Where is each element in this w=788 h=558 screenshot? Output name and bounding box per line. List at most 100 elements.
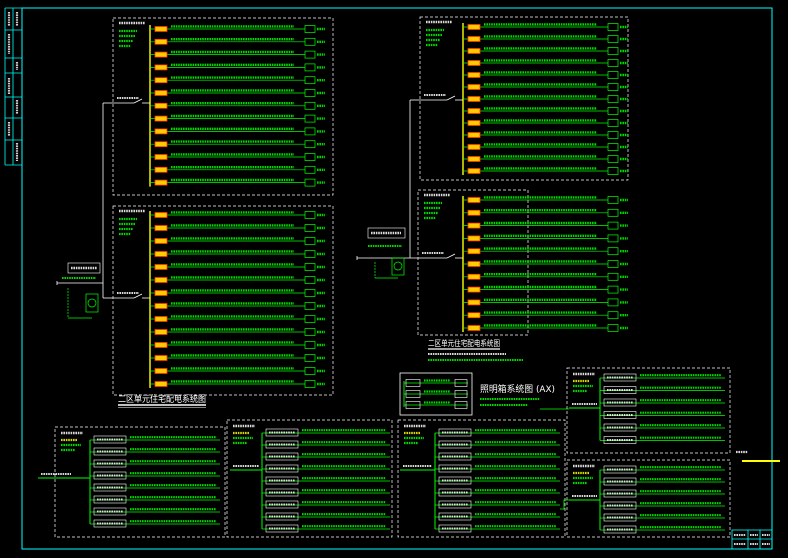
circuit-breaker (467, 273, 481, 280)
drawing-frame (21, 7, 773, 550)
circuit-breaker (154, 102, 168, 109)
circuit-breaker (467, 197, 481, 203)
circuit-breaker (603, 465, 637, 474)
circuit-breaker (265, 512, 299, 521)
load-box (607, 285, 619, 294)
circuit-breaker (154, 277, 168, 283)
load-box (304, 250, 316, 258)
title-block-border (731, 529, 773, 550)
circuit-breaker (467, 84, 481, 90)
circuit-breaker (154, 329, 168, 335)
bottom-panel-c-enclosure (397, 419, 566, 538)
circuit-breaker (154, 316, 168, 322)
left-lower-panel-enclosure (112, 205, 334, 396)
load-box (304, 37, 316, 46)
circuit-breaker (467, 299, 481, 306)
load-box (304, 211, 316, 219)
circuit-breaker (93, 459, 127, 468)
circuit-breaker (438, 440, 472, 449)
left-incoming-feeder (56, 102, 113, 319)
circuit-breaker (603, 411, 637, 419)
circuit-breaker (467, 248, 481, 255)
circuit-breaker (603, 525, 637, 534)
circuit-breaker (265, 440, 299, 449)
circuit-breaker (467, 286, 481, 293)
circuit-breaker (467, 108, 481, 114)
circuit-breaker (154, 290, 168, 296)
load-box (607, 83, 619, 91)
ax-panel-enclosure (399, 372, 473, 416)
circuit-breaker (603, 477, 637, 486)
circuit-breaker (405, 379, 421, 387)
circuit-breaker (405, 401, 421, 409)
circuit-breaker (438, 464, 472, 473)
load-box (454, 390, 468, 398)
load-box (607, 234, 619, 243)
load-box (607, 47, 619, 55)
circuit-breaker (154, 128, 168, 135)
circuit-breaker (154, 225, 168, 231)
circuit-breaker (467, 325, 481, 331)
link-cable (560, 499, 569, 510)
circuit-breaker (467, 261, 481, 267)
circuit-breaker (154, 251, 168, 257)
bottom-panel-d-enclosure (566, 367, 731, 454)
load-box (304, 367, 316, 375)
bottom-panel-b-enclosure (226, 419, 393, 538)
load-box (304, 25, 316, 33)
circuit-breaker (93, 435, 127, 444)
circuit-breaker (93, 483, 127, 492)
load-box (304, 101, 316, 110)
load-box (607, 298, 619, 307)
load-box (607, 119, 619, 127)
load-box (304, 380, 316, 388)
circuit-breaker (438, 524, 472, 533)
circuit-breaker (603, 501, 637, 510)
load-box (454, 401, 468, 409)
load-box (304, 237, 316, 245)
circuit-breaker (265, 488, 299, 497)
load-box (607, 221, 619, 230)
circuit-breaker (603, 386, 637, 394)
circuit-breaker (93, 447, 127, 456)
circuit-breaker (467, 24, 481, 30)
meter-box (85, 293, 99, 313)
circuit-breaker (438, 500, 472, 509)
circuit-breaker (467, 132, 481, 138)
bottom-panel-e (566, 459, 731, 538)
circuit-breaker (467, 168, 481, 174)
left-lower-panel (112, 205, 334, 396)
circuit-breaker (154, 342, 168, 348)
load-box (607, 155, 619, 163)
load-box (304, 354, 316, 362)
circuit-breaker (154, 77, 168, 84)
left-upper-panel-enclosure (112, 17, 334, 196)
load-box (304, 178, 316, 187)
ax-panel (399, 372, 473, 416)
load-box (304, 50, 316, 59)
main-switch-blade (133, 293, 143, 299)
circuit-breaker (154, 154, 168, 160)
load-box (607, 35, 619, 43)
load-box (607, 196, 619, 204)
circuit-breaker (154, 179, 168, 186)
circuit-breaker (467, 209, 481, 216)
load-box (607, 71, 619, 79)
load-box (304, 224, 316, 232)
meter-box (391, 257, 405, 276)
circuit-breaker (154, 115, 168, 122)
circuit-breaker (467, 222, 481, 229)
circuit-breaker (93, 495, 127, 504)
load-box (607, 272, 619, 281)
load-box (304, 276, 316, 284)
bottom-panel-a-enclosure (54, 426, 226, 538)
main-switch-blade (446, 95, 456, 101)
feeder-label-box (67, 262, 101, 274)
circuit-breaker (467, 156, 481, 162)
circuit-breaker (154, 51, 168, 58)
frame-border (21, 7, 773, 550)
circuit-breaker (438, 476, 472, 485)
main-switch-blade (446, 253, 456, 259)
